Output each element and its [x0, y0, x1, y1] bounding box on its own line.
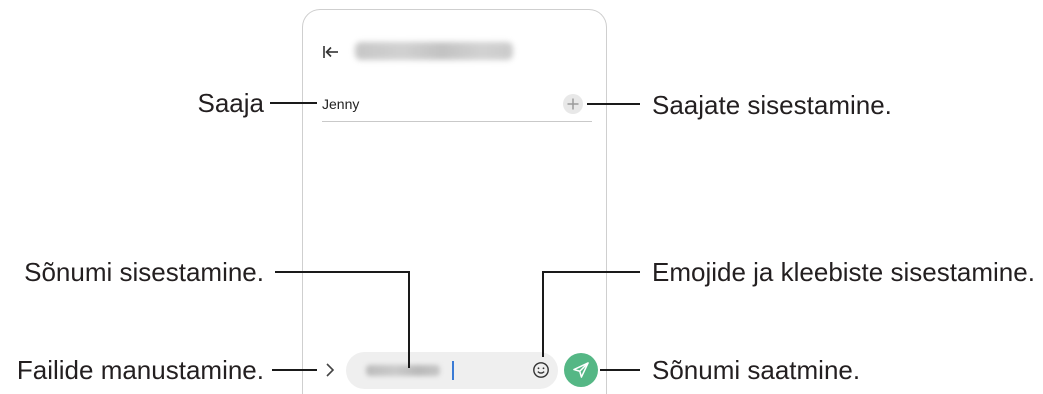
callout-line-attach [272, 369, 317, 371]
blurred-conversation-title [355, 42, 513, 60]
callout-recipient: Saaja [197, 88, 265, 118]
back-icon[interactable] [322, 44, 340, 60]
send-button[interactable] [564, 353, 598, 387]
add-circle-icon[interactable] [562, 93, 584, 115]
callout-emoji-stickers: Emojide ja kleebiste sisestamine. [652, 257, 1035, 287]
callout-attach-files: Failide manustamine. [16, 355, 264, 385]
recipient-field[interactable]: Jenny [322, 93, 592, 121]
message-input[interactable] [346, 352, 558, 389]
callout-line-emoji [542, 271, 640, 273]
text-cursor [452, 361, 454, 380]
callout-enter-message: Sõnumi sisestamine. [24, 257, 264, 287]
blurred-placeholder [366, 365, 440, 376]
callout-send-message: Sõnumi saatmine. [652, 355, 861, 385]
chevron-right-icon[interactable] [325, 362, 335, 378]
callout-line-enter-message-vertical [408, 271, 410, 368]
recipient-name: Jenny [322, 96, 360, 112]
callout-add-recipients: Saajate sisestamine. [652, 90, 892, 120]
callout-line-send [600, 369, 640, 371]
callout-line-recipient [270, 102, 317, 104]
callout-line-emoji-vertical [542, 271, 544, 357]
phone-screen: Jenny [302, 9, 607, 394]
callout-line-enter-message [275, 271, 410, 273]
smiley-icon[interactable] [532, 361, 550, 379]
callout-line-add-recipients [587, 103, 640, 105]
send-icon [573, 362, 589, 378]
recipient-divider [322, 121, 592, 122]
